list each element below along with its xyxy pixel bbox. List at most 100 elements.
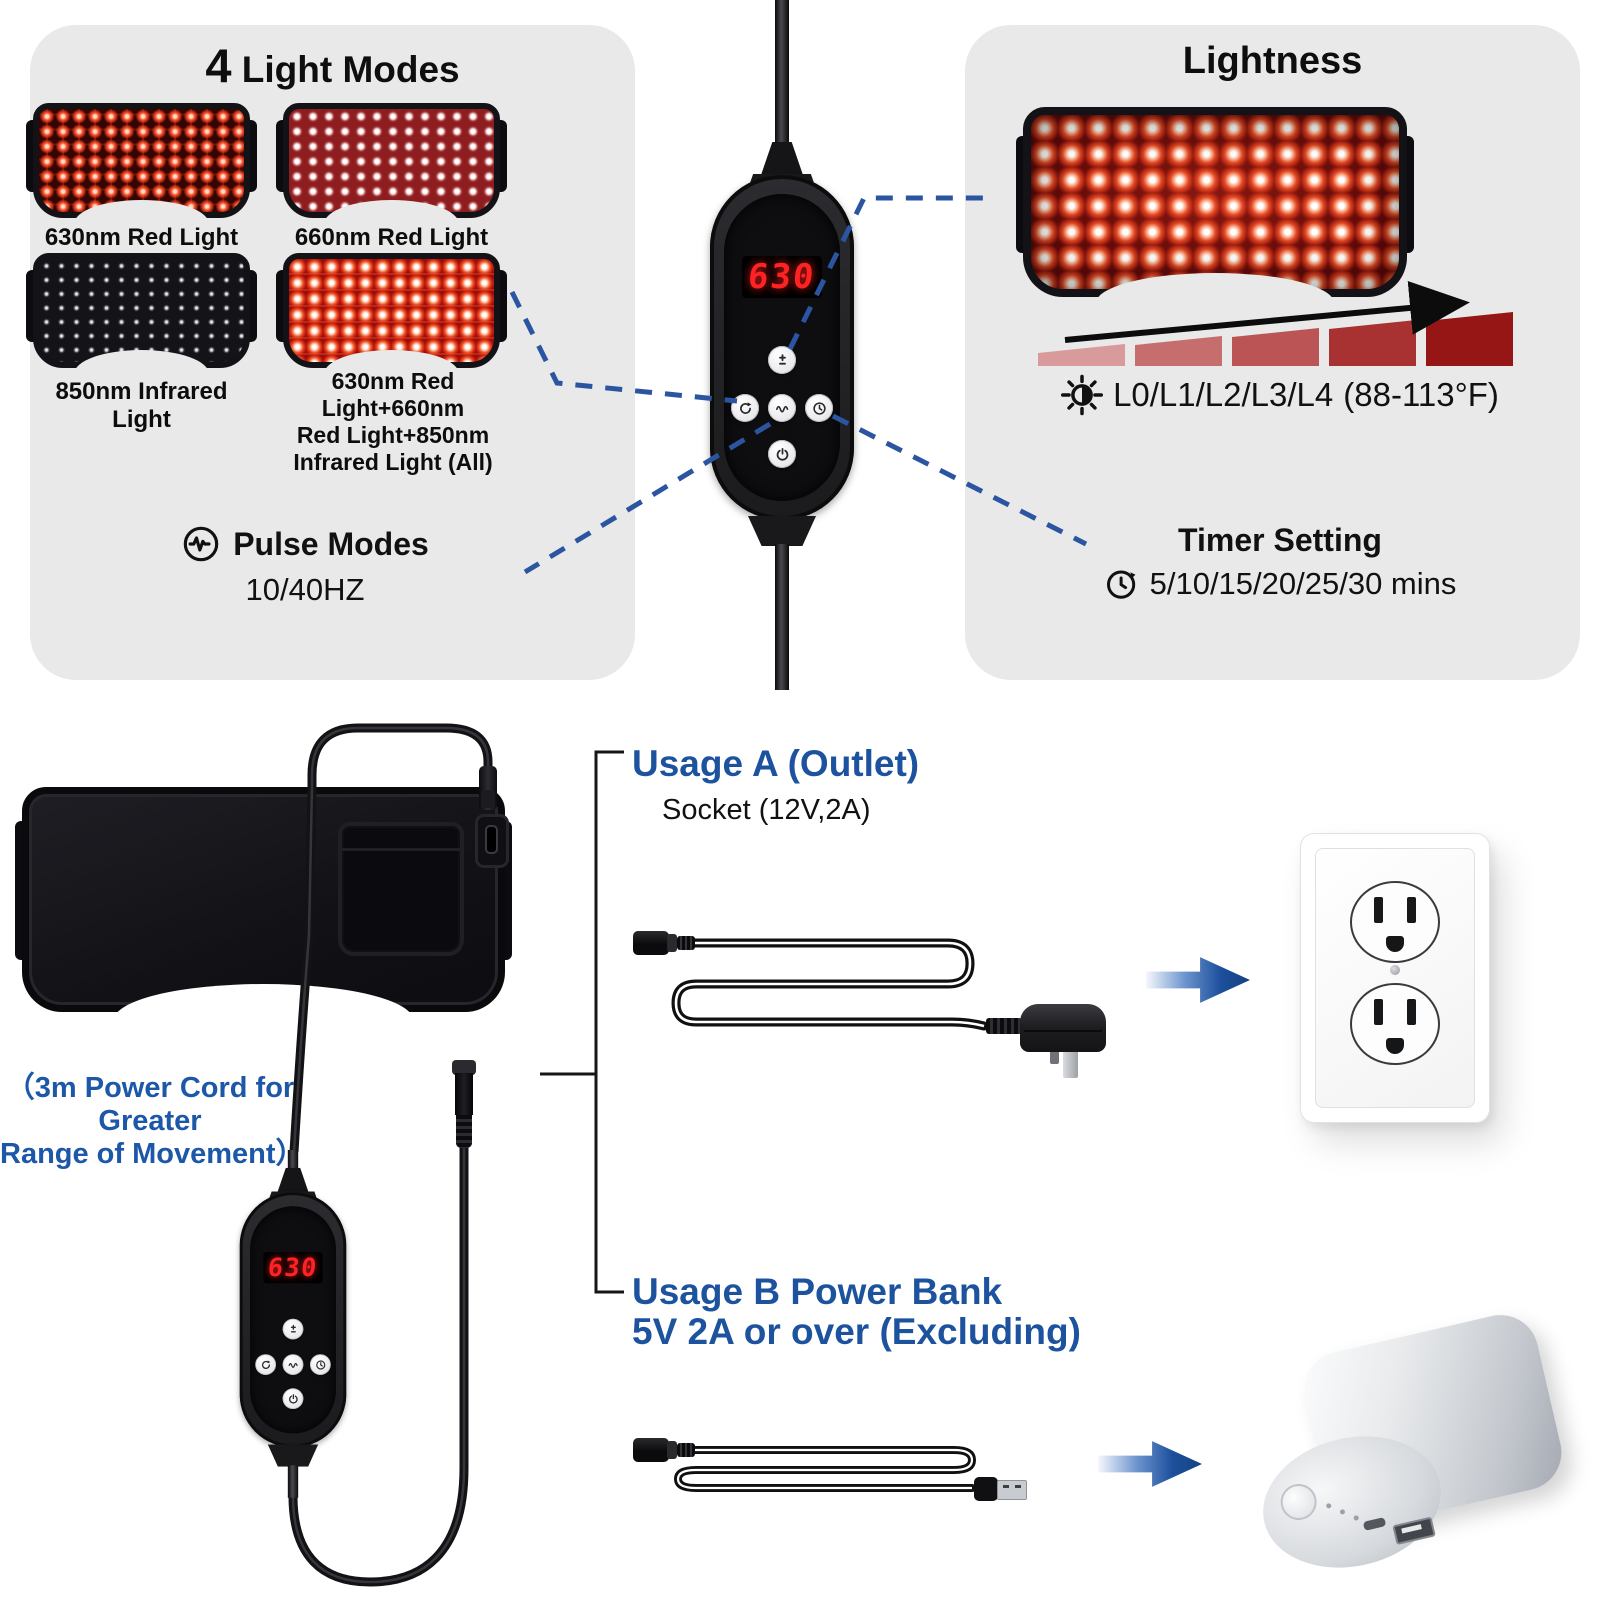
- usb-a-port: [1392, 1516, 1436, 1546]
- dc-connector-a: [633, 931, 697, 957]
- outlet-ground-hole: [1386, 936, 1404, 952]
- pad-curve-cut: [324, 350, 459, 398]
- pad-power-socket: [475, 814, 509, 868]
- battery-led: [1325, 1502, 1332, 1509]
- usage-a-subtitle: Socket (12V,2A): [662, 794, 871, 826]
- lightness-title: Lightness: [1182, 40, 1363, 82]
- plus-minus-icon: [778, 353, 786, 365]
- usage-b-title-line2: 5V 2A or over (Excluding): [632, 1311, 1081, 1352]
- jack-barrel: [455, 1073, 473, 1115]
- cycle-icon: [739, 401, 751, 414]
- light-modes-title-number: 4: [205, 39, 232, 92]
- power-cord-note-line2: Range of Movement）: [0, 1138, 305, 1170]
- power-bank-button: [1277, 1480, 1321, 1524]
- mode-label-660nm: 660nm Red Light: [294, 224, 489, 251]
- wall-outlet: [1300, 833, 1490, 1123]
- outlet-slot: [1374, 897, 1383, 923]
- plus-minus-button: [282, 1318, 304, 1340]
- usage-a-title: Usage A (Outlet): [632, 743, 920, 784]
- dc-input-jack: [452, 1060, 476, 1148]
- led-display-value: 630: [266, 1252, 320, 1283]
- arrow-to-power-bank-icon: [1098, 1441, 1202, 1487]
- increase-arrow: [1064, 281, 1470, 343]
- power-button: [768, 440, 796, 468]
- jack-cap: [452, 1060, 476, 1075]
- plus-minus-icon: [290, 1324, 296, 1333]
- dc-connector-b: [633, 1438, 697, 1464]
- usb-plug-shield: [997, 1480, 1027, 1500]
- dc-ribs: [677, 936, 695, 950]
- pulse-wave-icon: [183, 526, 219, 562]
- strain-relief: [276, 1167, 310, 1195]
- jack-strain-ribs: [456, 1115, 472, 1148]
- mode-label-all-line1: 630nm Red Light+660nm: [321, 368, 465, 421]
- dc-collar: [667, 1441, 677, 1459]
- outlet-slot: [1407, 999, 1416, 1025]
- cable-stub: [775, 118, 789, 146]
- remote-controller: 630: [682, 118, 882, 588]
- mode-label-630nm: 630nm Red Light: [44, 224, 239, 251]
- power-icon: [776, 447, 788, 461]
- pad-led-surface: [33, 253, 250, 368]
- battery-led: [1339, 1508, 1346, 1515]
- pad-led-surface: [283, 253, 500, 368]
- pulse-modes-value: 10/40HZ: [245, 572, 365, 607]
- controller-bottom-nub: [267, 1444, 319, 1467]
- pulse-wave-icon: [288, 1362, 298, 1368]
- pulse-wave-icon: [775, 405, 788, 413]
- timer-button: [310, 1354, 331, 1375]
- mode-label-all-line2: Red Light+850nm Infrared Light (All): [293, 422, 493, 475]
- adapter-strain-ribs: [986, 1018, 1022, 1034]
- outlet-slot: [1374, 999, 1383, 1025]
- timer-setting-row: 5/10/15/20/25/30 mins: [1020, 566, 1540, 602]
- pad-led-surface: [33, 103, 250, 218]
- micro-usb-port: [1362, 1517, 1387, 1531]
- plus-minus-button: [768, 346, 796, 374]
- cycle-button: [731, 394, 759, 422]
- pad-curve-cut: [324, 200, 459, 248]
- pulse-button: [768, 394, 796, 422]
- dc-barrel: [633, 1438, 669, 1462]
- timer-setting-title: Timer Setting: [1178, 522, 1382, 558]
- cycle-icon: [261, 1360, 271, 1369]
- strain-relief: [760, 142, 804, 178]
- controller-bottom-nub: [748, 516, 816, 546]
- pad-curve-cut: [1095, 273, 1335, 333]
- cable-stub-bottom: [775, 544, 789, 588]
- pad-image-660nm: [276, 103, 507, 248]
- pad-image-lightness: [1016, 107, 1414, 333]
- power-bank: [1249, 1307, 1569, 1600]
- outlet-ground-hole: [1386, 1038, 1404, 1054]
- arrow-to-outlet-icon: [1146, 957, 1250, 1003]
- controller-cable-top: [775, 0, 789, 122]
- pad-curve-cut: [74, 200, 209, 248]
- mode-label-all: 630nm Red Light+660nm Red Light+850nm In…: [258, 368, 528, 476]
- cable-stub-bottom: [287, 1465, 299, 1498]
- dc-barrel: [633, 931, 669, 955]
- pad-image-all-modes: [276, 253, 507, 398]
- usage-b-title: Usage B Power Bank 5V 2A or over (Exclud…: [632, 1272, 1081, 1352]
- remote-controller-small: 630: [219, 1150, 367, 1498]
- level-bar-4: [1329, 320, 1416, 366]
- cycle-button: [255, 1354, 276, 1375]
- led-display: 630: [263, 1252, 323, 1284]
- temperature-range-label: (88-113°F): [1343, 376, 1499, 413]
- pad-curve-cut: [113, 984, 414, 1056]
- outlet-socket-top: [1350, 881, 1440, 963]
- controller-cable-bottom: [775, 586, 789, 690]
- pulse-modes-title: Pulse Modes: [233, 525, 429, 562]
- led-display-value: 630: [746, 257, 818, 297]
- pad-image-850nm: [26, 253, 257, 398]
- light-modes-title-text: Light Modes: [231, 49, 460, 90]
- usage-b-title-line1: Usage B Power Bank: [632, 1271, 1003, 1312]
- power-cord-note: （3m Power Cord for Greater Range of Move…: [0, 1072, 305, 1171]
- outlet-slot: [1407, 897, 1416, 923]
- pad-curve-cut: [74, 350, 209, 398]
- adapter-prong-back: [1050, 1046, 1059, 1064]
- mode-label-850nm: 850nm Infrared Light: [55, 378, 228, 433]
- battery-led: [1353, 1514, 1360, 1521]
- clock-icon: [1106, 570, 1136, 599]
- led-display: 630: [742, 256, 822, 298]
- timer-button: [805, 394, 833, 422]
